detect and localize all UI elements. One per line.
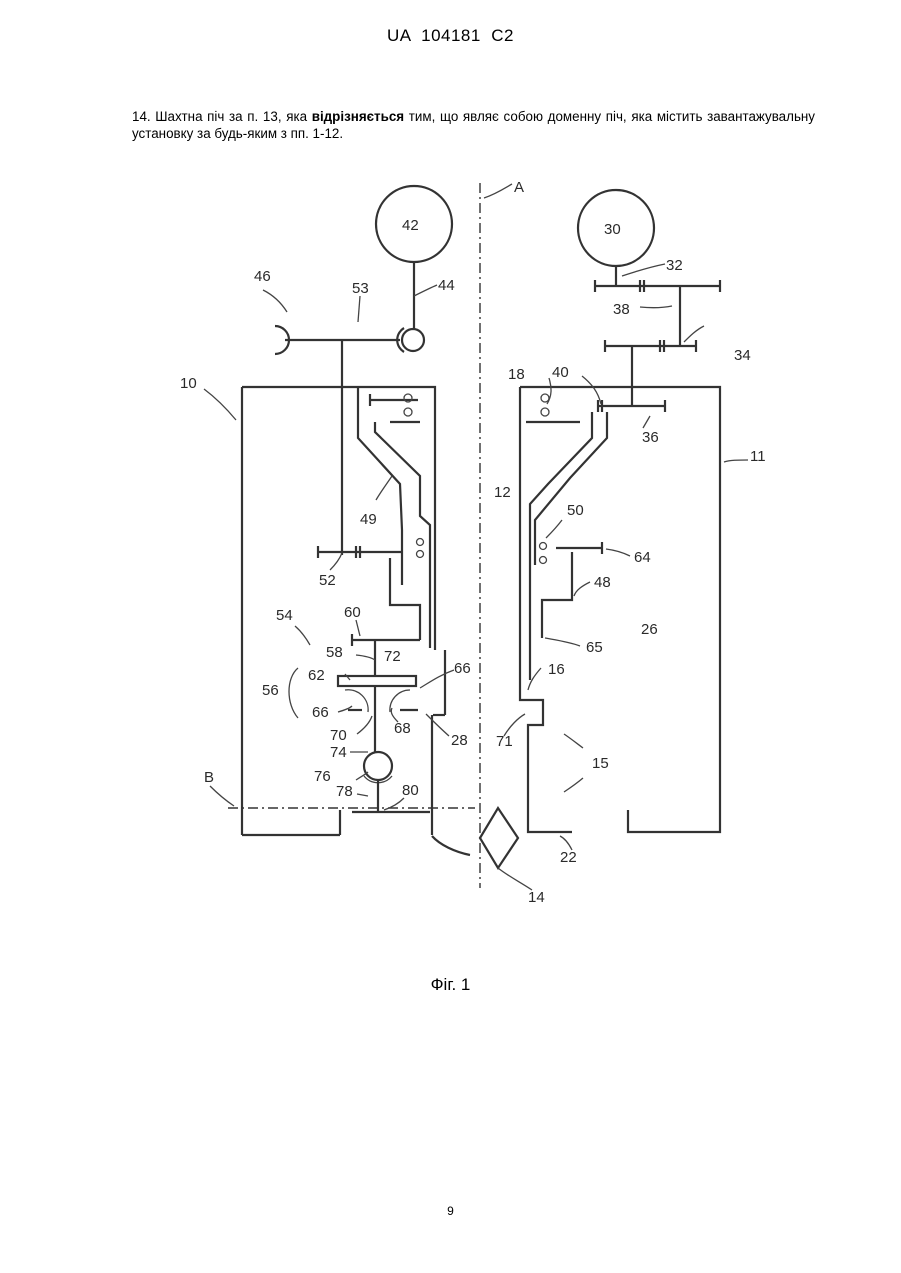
label-b: B xyxy=(204,769,214,786)
label-74: 74 xyxy=(330,744,347,761)
figure-caption: Фіг. 1 xyxy=(0,975,901,995)
label-58: 58 xyxy=(326,644,343,661)
label-28: 28 xyxy=(451,732,468,749)
label-34: 34 xyxy=(734,347,751,364)
gear-44 xyxy=(402,329,424,351)
label-70: 70 xyxy=(330,727,347,744)
label-26: 26 xyxy=(641,621,658,638)
label-80: 80 xyxy=(402,782,419,799)
label-10: 10 xyxy=(180,375,197,392)
label-53: 53 xyxy=(352,280,369,297)
label-64: 64 xyxy=(634,549,651,566)
label-65: 65 xyxy=(586,639,603,656)
label-54: 54 xyxy=(276,607,293,624)
label-32: 32 xyxy=(666,257,683,274)
page-number: 9 xyxy=(0,1204,901,1218)
label-76: 76 xyxy=(314,768,331,785)
label-12: 12 xyxy=(494,484,511,501)
label-44: 44 xyxy=(438,277,455,294)
label-52: 52 xyxy=(319,572,336,589)
label-49: 49 xyxy=(360,511,377,528)
chute-49 xyxy=(358,387,402,585)
label-42: 42 xyxy=(402,217,419,234)
ring-gear-62 xyxy=(338,676,416,686)
housing-left xyxy=(242,387,435,650)
label-a: A xyxy=(514,179,524,196)
label-16: 16 xyxy=(548,661,565,678)
label-38: 38 xyxy=(613,301,630,318)
label-72: 72 xyxy=(384,648,401,665)
label-56: 56 xyxy=(262,682,279,699)
label-22: 22 xyxy=(560,849,577,866)
label-66-left: 66 xyxy=(312,704,329,721)
rotary-chute-14 xyxy=(480,808,518,868)
label-14: 14 xyxy=(528,889,545,906)
label-40: 40 xyxy=(552,364,569,381)
label-30: 30 xyxy=(604,221,621,238)
label-62: 62 xyxy=(308,667,325,684)
label-46: 46 xyxy=(254,268,271,285)
label-36: 36 xyxy=(642,429,659,446)
label-15: 15 xyxy=(592,755,609,772)
housing-right xyxy=(520,387,720,832)
label-68: 68 xyxy=(394,720,411,737)
label-66-right: 66 xyxy=(454,660,471,677)
label-60: 60 xyxy=(344,604,361,621)
label-48: 48 xyxy=(594,574,611,591)
label-78: 78 xyxy=(336,783,353,800)
label-11: 11 xyxy=(750,448,766,465)
label-18: 18 xyxy=(508,366,525,383)
drive-76 xyxy=(364,752,392,780)
label-71: 71 xyxy=(496,733,513,750)
label-50: 50 xyxy=(567,502,584,519)
